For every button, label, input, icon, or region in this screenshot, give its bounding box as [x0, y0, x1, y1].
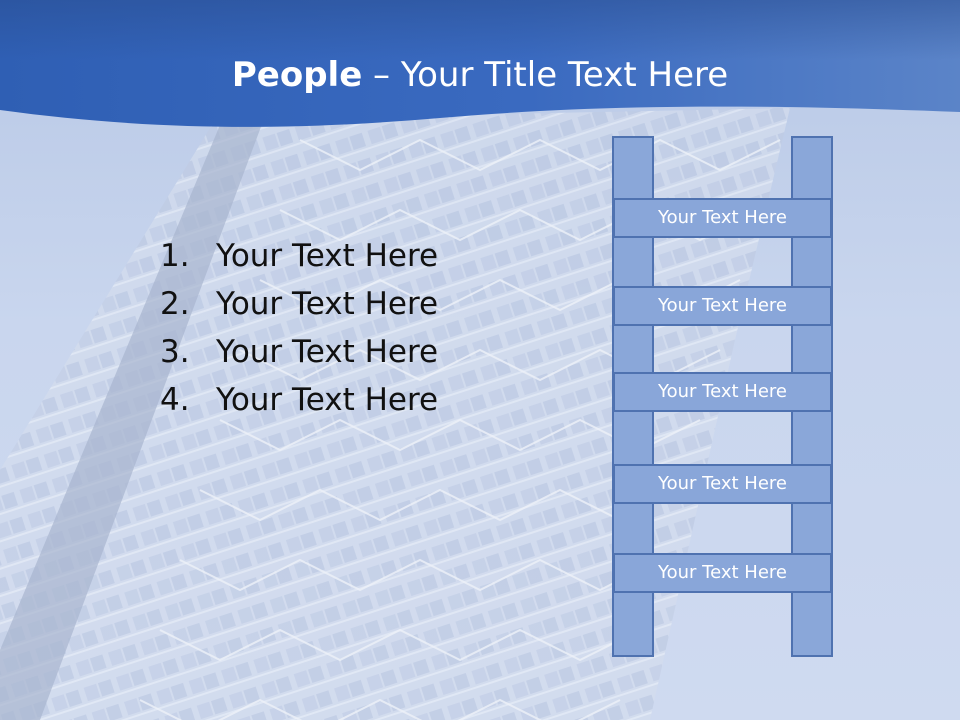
ladder-rung: Your Text Here [613, 286, 832, 326]
ladder-rung: Your Text Here [613, 372, 832, 412]
list-text: Your Text Here [216, 334, 439, 370]
list-number: 4. [160, 382, 190, 418]
numbered-list: 1. Your Text Here 2. Your Text Here 3. Y… [160, 232, 580, 424]
list-item: 2. Your Text Here [160, 280, 580, 328]
list-number: 3. [160, 334, 190, 370]
ladder-rung: Your Text Here [613, 198, 832, 238]
building-dark-strip [0, 124, 262, 720]
list-number: 1. [160, 238, 190, 274]
title-rest: – Your Title Text Here [362, 55, 729, 95]
list-text: Your Text Here [216, 238, 439, 274]
slide-title: People – Your Title Text Here [0, 54, 960, 96]
list-text: Your Text Here [216, 286, 439, 322]
list-item: 3. Your Text Here [160, 328, 580, 376]
list-item: 1. Your Text Here [160, 232, 580, 280]
title-bold: People [231, 55, 363, 95]
list-text: Your Text Here [216, 382, 439, 418]
ladder-rung: Your Text Here [613, 464, 832, 504]
list-number: 2. [160, 286, 190, 322]
list-item: 4. Your Text Here [160, 376, 580, 424]
ladder-rung: Your Text Here [613, 553, 832, 593]
